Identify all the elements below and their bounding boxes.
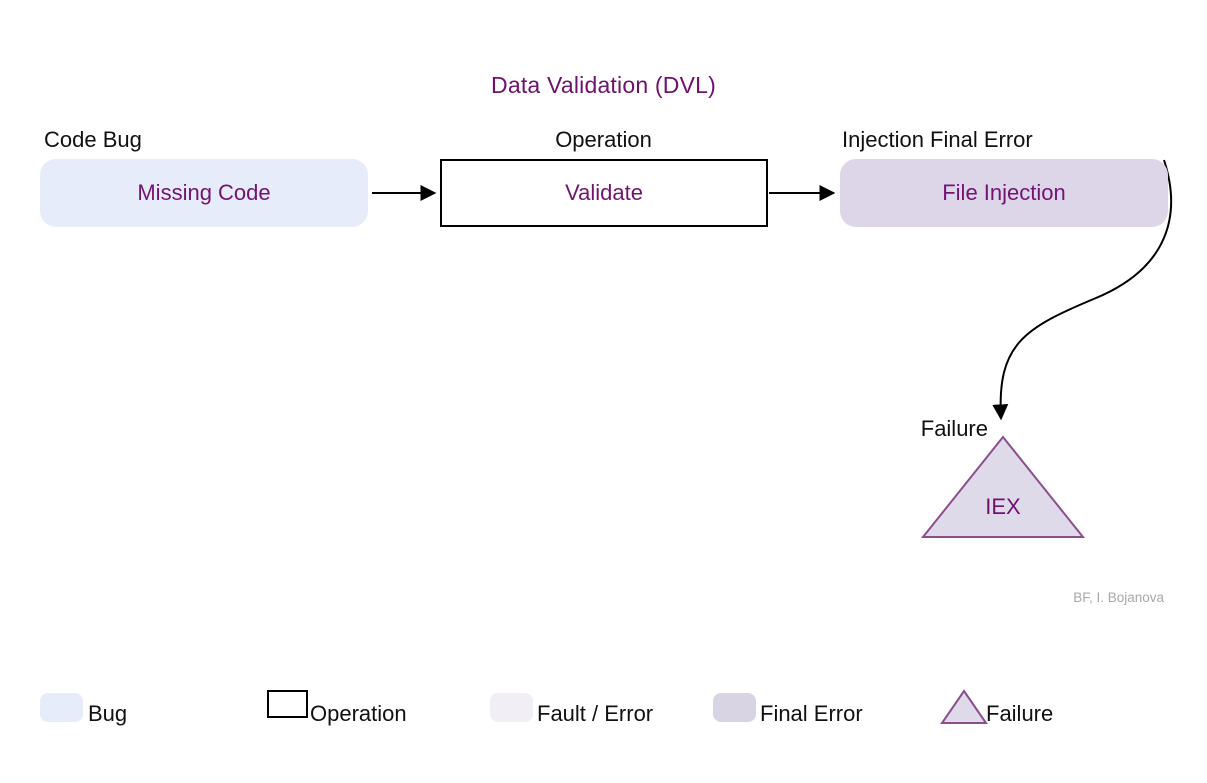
node-category-injection-final-error: Injection Final Error — [842, 127, 1033, 152]
node-iex-text: IEX — [985, 494, 1021, 519]
legend-swatch-operation — [267, 690, 308, 718]
node-file-injection: File Injection — [840, 159, 1168, 227]
legend-label-operation: Operation — [310, 701, 407, 726]
legend-swatch-failure-triangle — [940, 689, 988, 724]
legend-label-fault-error: Fault / Error — [537, 701, 654, 726]
diagram-title: Data Validation (DVL) — [491, 72, 716, 98]
legend-swatch-bug — [40, 693, 83, 722]
attribution-text: BF, I. Bojanova — [1073, 590, 1164, 605]
legend-label-bug: Bug — [88, 701, 128, 726]
node-category-code-bug: Code Bug — [44, 127, 142, 152]
legend-label-failure: Failure — [986, 701, 1054, 726]
node-file-injection-text: File Injection — [942, 180, 1066, 205]
legend-swatch-final-error — [713, 693, 756, 722]
node-category-operation: Operation — [555, 127, 652, 152]
node-validate: Validate — [440, 159, 768, 227]
node-validate-text: Validate — [565, 180, 643, 205]
node-missing-code: Missing Code — [40, 159, 368, 227]
node-missing-code-text: Missing Code — [137, 180, 271, 205]
node-category-failure: Failure — [920, 416, 988, 441]
failure-triangle-border — [920, 435, 1086, 538]
legend-label-final-error: Final Error — [760, 701, 863, 726]
legend-swatch-fault-error — [490, 693, 533, 722]
failure-triangle — [923, 437, 1083, 537]
